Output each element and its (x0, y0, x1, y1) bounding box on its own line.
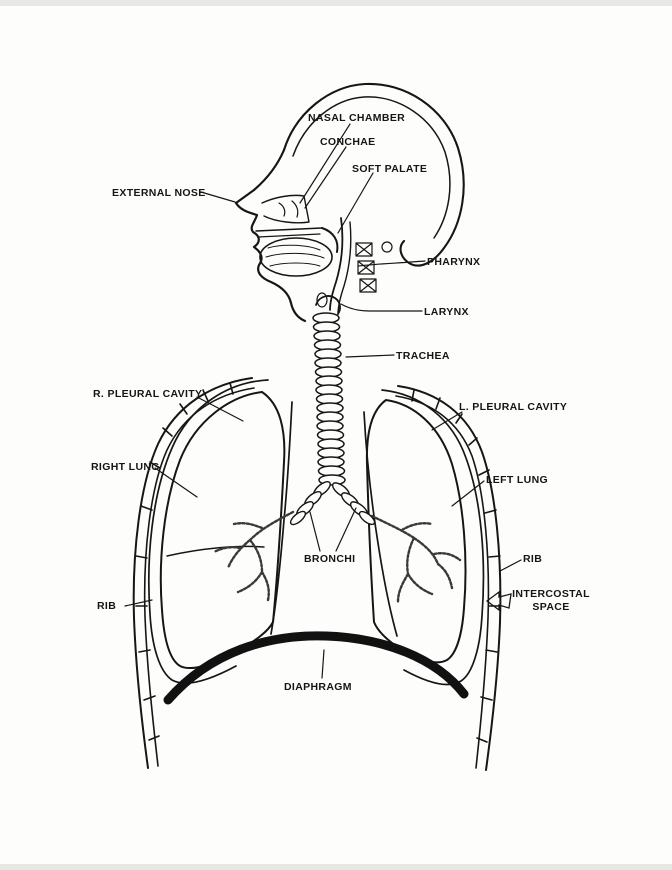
intercostal-arrow-icon (485, 590, 512, 612)
left-lung-outline (365, 399, 467, 664)
label-l-pleural-cavity: L. PLEURAL CAVITY (459, 401, 568, 413)
nasal-chamber-shape (261, 194, 310, 224)
label-right-lung: RIGHT LUNG (91, 461, 160, 473)
rib-segments-right (411, 389, 501, 743)
leader-bronchi-right (335, 507, 357, 552)
soft-palate-shape (321, 227, 339, 253)
label-rib-right: RIB (523, 553, 543, 565)
label-larynx: LARYNX (424, 306, 469, 318)
leader-lines (124, 123, 522, 679)
leader-external-nose (200, 191, 236, 203)
leader-diaphragm (321, 649, 325, 679)
leader-nasal-chamber (299, 123, 351, 204)
vertebrae-blocks (355, 241, 393, 293)
leader-pharynx (357, 260, 426, 267)
leader-left-lung (451, 480, 485, 507)
scan-edge-bottom (0, 864, 672, 870)
label-intercostal-space: INTERCOSTAL SPACE (512, 588, 590, 614)
label-diaphragm: DIAPHRAGM (284, 681, 352, 693)
label-left-lung: LEFT LUNG (486, 474, 549, 486)
leader-soft-palate (337, 172, 374, 234)
pharynx-shape (329, 217, 352, 315)
label-nasal-chamber: NASAL CHAMBER (308, 112, 406, 124)
larynx-shape (315, 292, 341, 315)
leader-conchae (304, 146, 347, 209)
bronchi-rings (289, 481, 376, 526)
diaphragm-curve (163, 631, 469, 705)
label-bronchi: BRONCHI (304, 553, 356, 565)
head-section (234, 82, 465, 323)
leader-bronchi-left (309, 511, 321, 552)
label-conchae: CONCHAE (320, 136, 376, 148)
label-trachea: TRACHEA (396, 350, 450, 362)
tongue-shape (259, 237, 333, 277)
scan-edge-top (0, 0, 672, 6)
label-r-pleural-cavity: R. PLEURAL CAVITY (93, 388, 203, 400)
leader-rib-left (124, 599, 153, 607)
right-lung-outline (159, 391, 286, 670)
leader-r-pleural-cavity (196, 396, 244, 422)
bronchial-trees (212, 510, 462, 604)
label-pharynx: PHARYNX (427, 256, 481, 268)
leader-l-pleural-cavity (431, 411, 463, 431)
label-soft-palate: SOFT PALATE (352, 163, 428, 175)
lungs (159, 391, 467, 670)
label-rib-left: RIB (97, 600, 117, 612)
label-external-nose: EXTERNAL NOSE (112, 187, 206, 199)
leader-trachea (345, 354, 395, 358)
leader-right-lung (154, 467, 198, 498)
leader-larynx (340, 303, 423, 312)
leader-rib-right (499, 559, 522, 572)
chest-wall-and-ribs (132, 377, 502, 771)
trachea-rings (312, 312, 346, 486)
